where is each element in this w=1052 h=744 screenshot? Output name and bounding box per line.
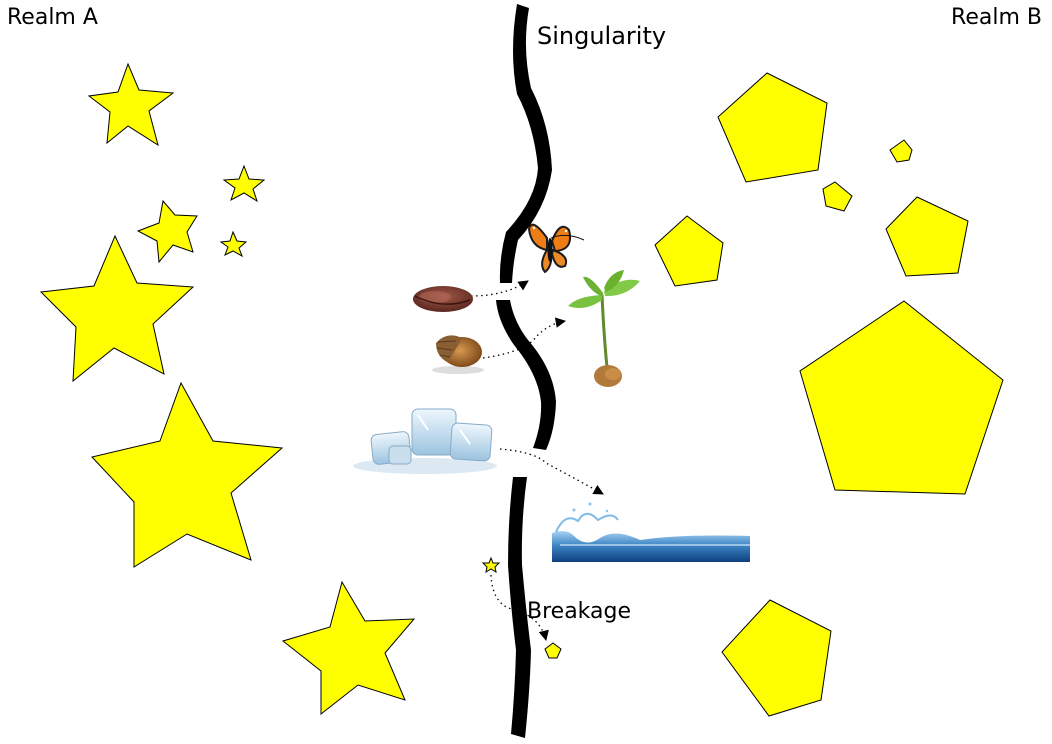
small-star	[481, 556, 501, 574]
pentagon-shape	[885, 196, 969, 277]
cocoa-bean-image	[413, 286, 473, 312]
pentagon-shape	[799, 300, 1004, 495]
star-shape	[136, 199, 198, 264]
star-shape	[91, 381, 284, 568]
realm-a-stars	[39, 62, 416, 716]
pentagon-shape	[654, 215, 724, 287]
arrow-bean-to-butterfly	[470, 280, 529, 297]
transformation-arrows	[470, 280, 604, 642]
star-shape	[39, 234, 195, 383]
star-shape	[222, 164, 266, 203]
water-wave-image	[552, 502, 750, 562]
singularity-wall	[496, 4, 556, 738]
pentagon-shape	[822, 181, 853, 212]
wall-segment-middle	[496, 300, 556, 450]
wall-segment-bottom	[508, 477, 531, 738]
small-pentagon	[544, 642, 562, 659]
realm-b-pentagons	[654, 72, 1004, 717]
realm-b-label: Realm B	[951, 5, 1042, 30]
breakage-label: Breakage	[527, 599, 632, 624]
singularity-label: Singularity	[537, 22, 667, 50]
oak-seedling-image	[568, 270, 640, 387]
pentagon-shape	[717, 72, 828, 183]
arrow-ice-to-water	[499, 448, 604, 495]
pentagon-shape	[721, 599, 832, 717]
realm-a-label: Realm A	[7, 5, 98, 30]
star-shape	[87, 62, 175, 147]
butterfly-image	[527, 223, 585, 274]
ice-cubes-image	[353, 408, 497, 474]
star-shape	[219, 230, 248, 258]
star-shape	[281, 580, 416, 716]
pentagon-shape	[889, 139, 913, 163]
wall-segment-top	[499, 4, 552, 283]
acorn-image	[432, 335, 484, 374]
